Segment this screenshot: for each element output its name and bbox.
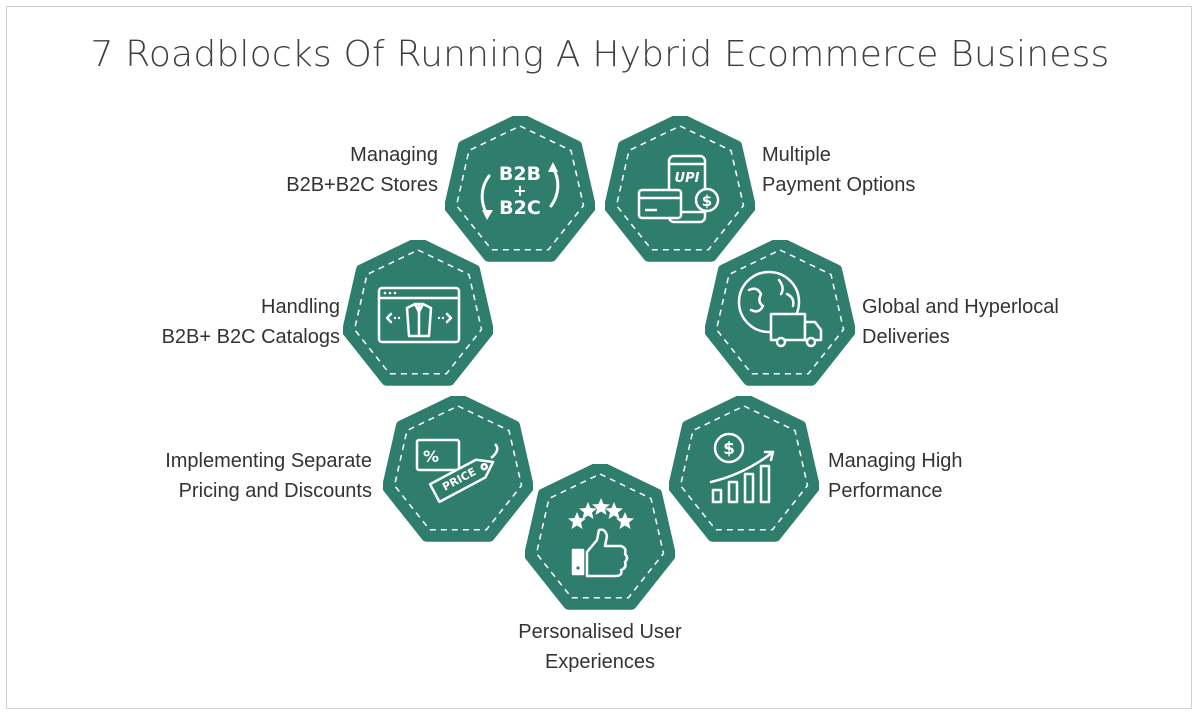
globe-truck-icon	[705, 240, 855, 386]
label-line: B2B+B2C Stores	[286, 174, 438, 196]
label-line: Implementing Separate	[165, 450, 372, 472]
label-line: B2B+ B2C Catalogs	[161, 326, 340, 348]
icon-text-b2c: B2C	[499, 197, 541, 219]
label-line: Personalised User	[518, 621, 682, 643]
performance-badge: $	[669, 396, 819, 546]
label-deliveries: Global and Hyperlocal Deliveries	[862, 292, 1059, 352]
b2b-b2c-exchange-icon: B2B + B2C	[445, 116, 595, 262]
label-payment-options: Multiple Payment Options	[762, 140, 915, 200]
b2b-b2c-stores-badge: B2B + B2C	[445, 116, 595, 266]
catalogs-badge	[343, 240, 493, 390]
user-experiences-badge	[525, 464, 675, 614]
label-line: Pricing and Discounts	[178, 480, 372, 502]
label-line: Experiences	[544, 651, 656, 673]
icon-text-b2b: B2B	[499, 163, 541, 185]
infographic-title: 7 Roadblocks Of Running A Hybrid Ecommer…	[90, 34, 1110, 75]
payment-options-badge: UPI $	[605, 116, 755, 266]
mobile-payment-icon: UPI $	[605, 116, 755, 262]
label-line: Managing	[350, 144, 438, 166]
label-line: Global and Hyperlocal	[862, 296, 1059, 318]
label-performance: Managing High Performance	[828, 446, 963, 506]
stars-thumbs-up-icon	[525, 464, 675, 610]
label-line: Performance	[828, 480, 943, 502]
catalog-window-icon	[343, 240, 493, 386]
label-pricing: Implementing Separate Pricing and Discou…	[165, 446, 372, 506]
label-line: Managing High	[828, 450, 963, 472]
growth-chart-icon: $	[669, 396, 819, 542]
label-line: Deliveries	[862, 326, 950, 348]
icon-text-dollar: $	[702, 192, 712, 210]
label-catalogs: Handling B2B+ B2C Catalogs	[162, 292, 340, 352]
icon-text-upi: UPI	[675, 171, 700, 186]
pricing-badge: % PRICE	[383, 396, 533, 546]
price-tag-icon: % PRICE	[383, 396, 533, 542]
label-line: Multiple	[762, 144, 831, 166]
label-user-experiences: Personalised User Experiences	[450, 617, 750, 677]
label-line: Handling	[261, 296, 340, 318]
label-managing-stores: Managing B2B+B2C Stores	[286, 140, 438, 200]
icon-text-percent: %	[423, 447, 439, 466]
label-line: Payment Options	[762, 174, 916, 196]
deliveries-badge	[705, 240, 855, 390]
icon-text-plus: +	[513, 181, 526, 200]
icon-text-dollar: $	[723, 439, 735, 459]
